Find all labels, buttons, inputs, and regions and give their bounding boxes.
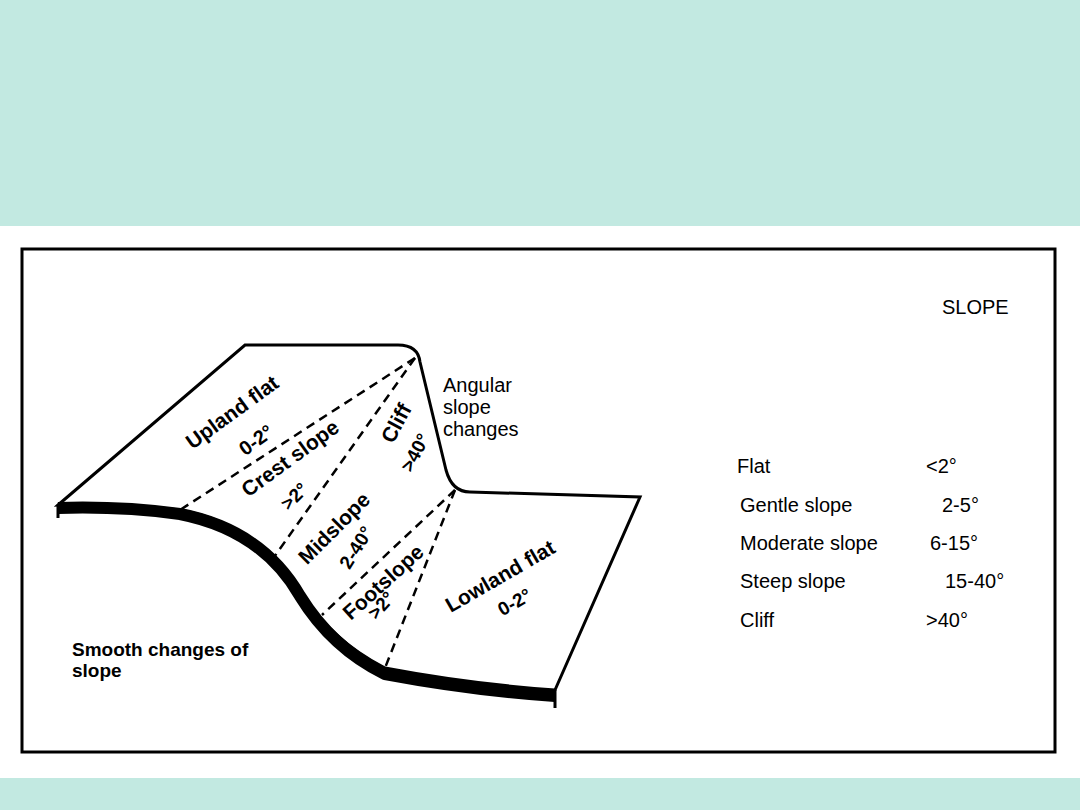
bottom-band (0, 778, 1080, 810)
class-name: Steep slope (740, 570, 846, 592)
ground-section (58, 508, 555, 696)
class-range: 6-15° (930, 532, 978, 554)
note: Angular slope changes (443, 374, 555, 440)
frame (22, 249, 1055, 752)
table-heading: SLOPE (942, 296, 1009, 318)
class-range: <2° (926, 455, 957, 477)
class-name: Gentle slope (740, 494, 852, 516)
class-name: Moderate slope (740, 532, 878, 554)
section-ends (58, 505, 555, 708)
class-range: 2-5° (942, 494, 979, 516)
class-name: Flat (737, 455, 770, 477)
top-band (0, 0, 1080, 226)
class-name: Cliff (740, 609, 774, 631)
slope-boundaries (180, 358, 455, 668)
note: Smooth changes of slope (72, 640, 257, 682)
slope-surface (58, 345, 640, 690)
class-range: 15-40° (945, 570, 1004, 592)
class-range: >40° (926, 609, 968, 631)
